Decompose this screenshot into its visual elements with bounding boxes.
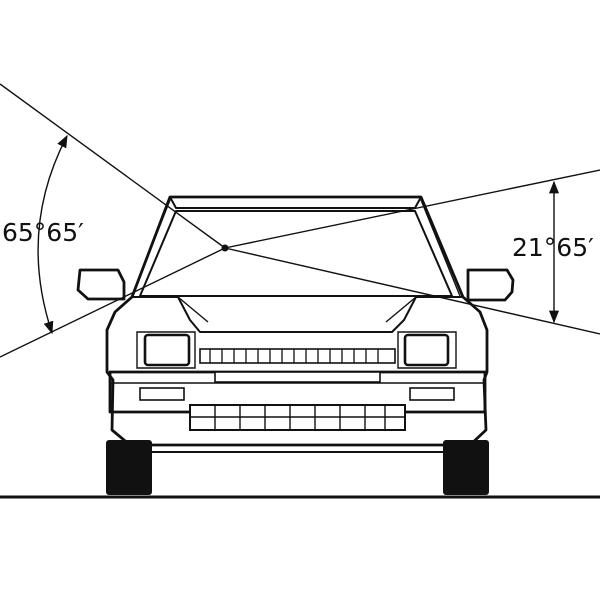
hood: [132, 296, 463, 333]
license-plate-area: [214, 371, 381, 383]
a-pillar-right: [420, 199, 461, 297]
sight-lines: [0, 83, 600, 358]
eye-point-dot: [221, 244, 229, 252]
right-tire: [443, 440, 489, 495]
upper-grille: [199, 348, 396, 364]
hood-crease-right: [385, 296, 417, 323]
sight-line-left-lower: [0, 247, 226, 358]
left-fog-light: [139, 387, 185, 401]
right-mirror: [466, 268, 515, 302]
right-fog-light: [409, 387, 455, 401]
left-angle-label: 65°65′: [2, 218, 84, 247]
sight-line-right-lower: [224, 247, 600, 335]
windshield: [139, 210, 453, 297]
left-angle-arc: [37, 134, 68, 335]
left-mirror: [76, 268, 126, 301]
a-pillar-left: [131, 199, 171, 297]
left-tire: [106, 440, 152, 495]
roof-edge: [169, 196, 422, 209]
upper-grille-slats: [209, 349, 379, 363]
lower-grille-bars: [190, 405, 405, 430]
right-angle-label: 21°65′: [512, 233, 594, 262]
car-front-view: [76, 195, 515, 495]
sight-line-left-upper: [0, 83, 226, 249]
hood-crease-left: [177, 296, 209, 323]
under-tray: [129, 444, 471, 453]
right-headlight: [403, 333, 450, 367]
right-headlight-housing: [397, 331, 457, 369]
left-headlight: [143, 333, 191, 367]
left-headlight-housing: [136, 331, 196, 369]
